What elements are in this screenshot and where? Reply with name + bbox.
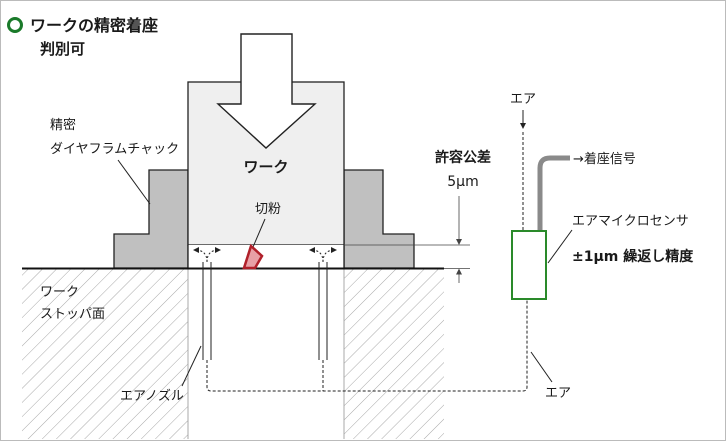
chip-label: 切粉 [255, 202, 281, 217]
air-micro-sensor [511, 230, 547, 300]
seat-gap [188, 245, 344, 268]
air-nozzle-label: エアノズル [120, 388, 184, 404]
title-line2: 判別可 [40, 40, 85, 58]
cutout-edges [187, 269, 345, 439]
sensor-leader [547, 229, 573, 264]
air-in-arrowhead [520, 123, 526, 129]
sensor-name-label: エアマイクロセンサ [572, 214, 689, 229]
chip-shape [242, 243, 264, 270]
stopper-cutout [188, 269, 344, 439]
gap-sides [187, 245, 345, 268]
stopper-label-line2: ストッパ面 [40, 307, 105, 322]
air-out-leader [530, 351, 553, 383]
air-jet-left-heads [193, 247, 221, 253]
signal-pipe [537, 155, 570, 231]
nozzle-right [318, 262, 328, 360]
air-pipe-main [206, 300, 528, 392]
workpiece-label: ワーク [243, 158, 288, 176]
large-down-arrow-icon [216, 33, 317, 149]
nozzle-left [202, 262, 212, 360]
circle-outline-icon [7, 17, 23, 33]
chuck-left [113, 169, 189, 269]
title-line1: ワークの精密着座 [30, 16, 158, 35]
air-out-label: エア [545, 386, 571, 401]
stopper-label-line1: ワーク [40, 285, 79, 300]
tolerance-title: 許容公差 [435, 149, 491, 166]
air-in-label: エア [510, 92, 536, 107]
air-nozzle-leader [181, 345, 202, 387]
seat-signal-label: →着座信号 [573, 151, 636, 167]
chuck-label-line2: ダイヤフラムチャック [50, 142, 179, 157]
tolerance-value: 5μm [447, 174, 478, 190]
air-jet-right-heads [309, 247, 337, 253]
sensor-accuracy-label: ±1μm 繰返し精度 [572, 248, 694, 265]
chuck-leader [117, 159, 151, 205]
chuck-label-line1: 精密 [50, 117, 76, 133]
chip-leader [252, 218, 266, 248]
tolerance-arrowheads [456, 239, 462, 275]
chuck-right [343, 169, 415, 269]
